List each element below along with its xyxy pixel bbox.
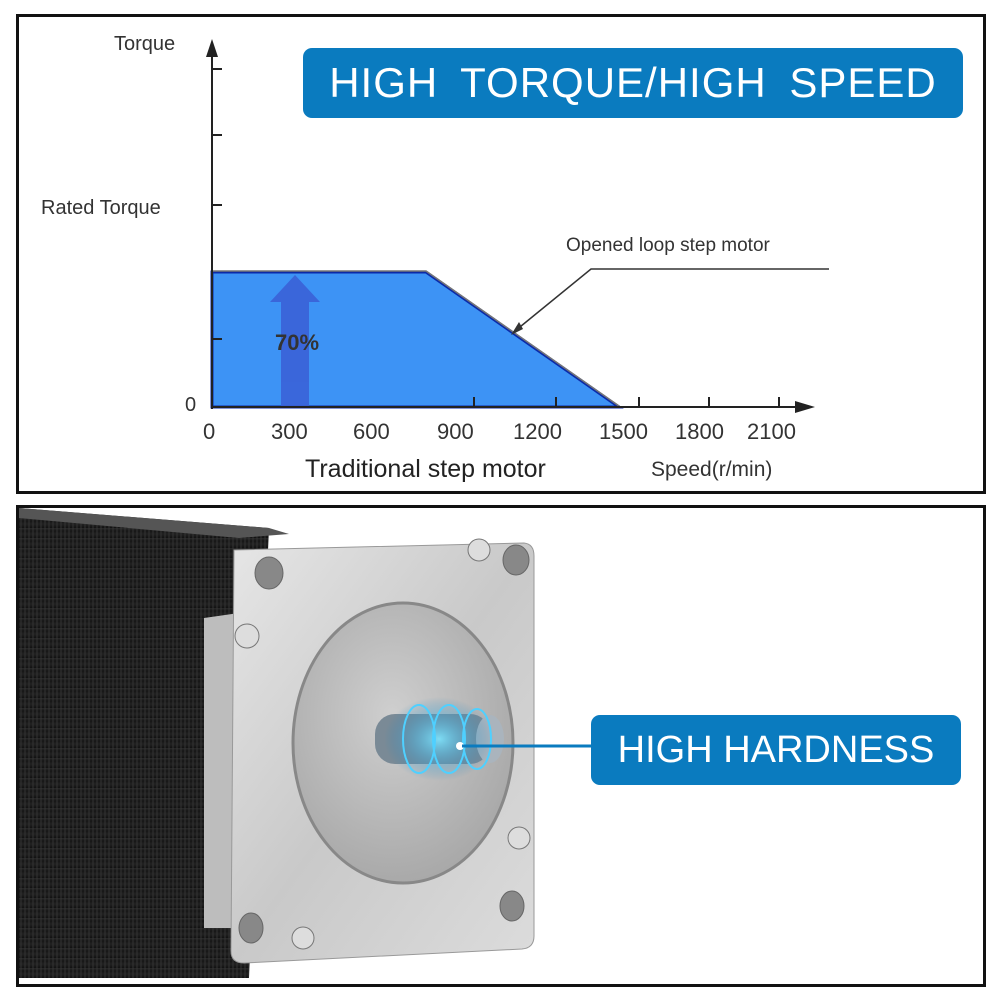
traditional-motor-area xyxy=(210,270,624,409)
x-tick: 0 xyxy=(203,419,216,444)
arrow-up-icon xyxy=(270,275,320,407)
x-tick: 1500 xyxy=(599,419,648,444)
motor-photo-panel: HIGH HARDNESS xyxy=(16,505,986,987)
torque-speed-chart xyxy=(206,39,829,413)
annotation-opened-loop: Opened loop step motor xyxy=(566,235,770,256)
x-axis-caption: Traditional step motor xyxy=(305,455,546,483)
x-tick: 300 xyxy=(271,419,308,444)
x-tick: 900 xyxy=(437,419,474,444)
x-tick: 600 xyxy=(353,419,390,444)
torque-speed-chart-panel: Torque Rated Torque 0 Opened loop step m… xyxy=(16,14,986,494)
x-axis-title: Speed(r/min) xyxy=(651,458,773,481)
x-tick: 1800 xyxy=(675,419,724,444)
high-torque-speed-banner: HIGH TORQUE/HIGH SPEED xyxy=(303,48,963,118)
y-axis-zero-label: 0 xyxy=(185,394,197,416)
y-axis-rated-torque-label: Rated Torque xyxy=(41,197,161,219)
stepper-motor-image xyxy=(19,508,591,978)
seventy-percent-label: 70% xyxy=(275,330,320,355)
x-tick: 2100 xyxy=(747,419,796,444)
y-axis-title: Torque xyxy=(114,33,176,55)
x-tick: 1200 xyxy=(513,419,562,444)
x-axis-ticks: 0 300 600 900 1200 1500 1800 2100 xyxy=(19,419,983,449)
high-hardness-banner: HIGH HARDNESS xyxy=(591,715,961,785)
